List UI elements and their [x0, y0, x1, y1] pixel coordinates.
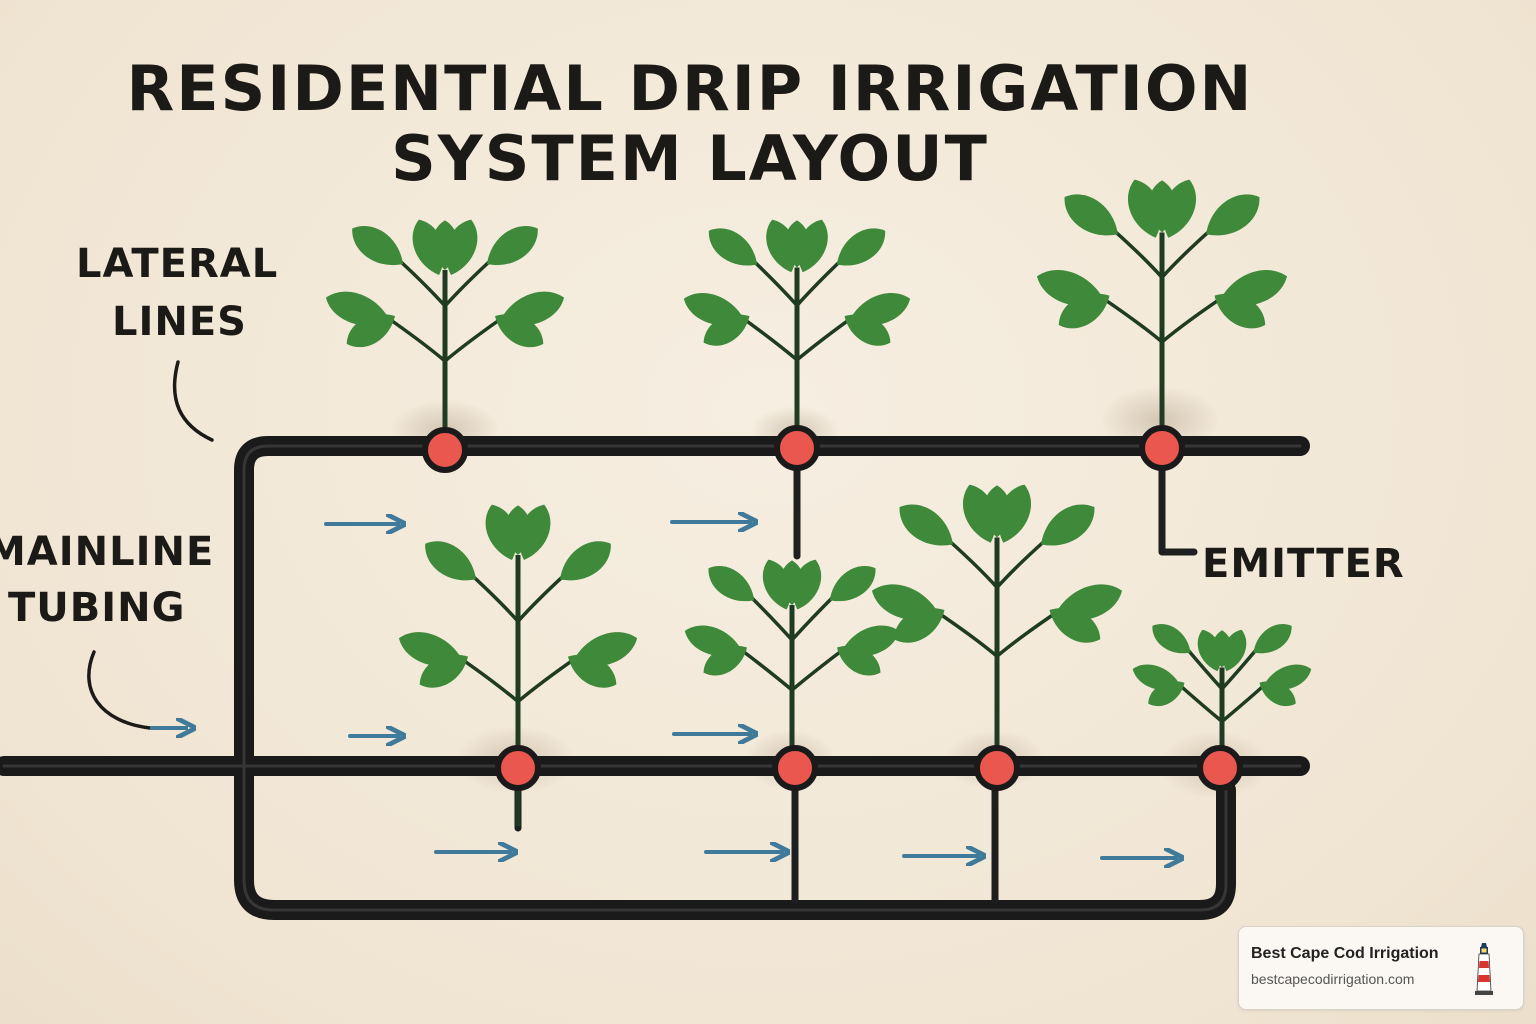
plant-leaf — [1152, 624, 1191, 654]
emitter-dot — [1197, 745, 1243, 791]
emitter-dot — [495, 745, 541, 791]
lateral-lines-leader — [172, 360, 214, 442]
plant-branch — [750, 596, 794, 642]
plant-leaf — [837, 645, 881, 676]
plant-branch — [443, 259, 492, 308]
plants — [325, 179, 1312, 826]
plant — [871, 484, 1123, 760]
plant-leaf — [708, 228, 758, 266]
plant-branch — [1113, 229, 1164, 279]
plant-leaf — [560, 541, 611, 581]
plant-leaf — [1041, 504, 1095, 546]
plant-branch — [384, 314, 447, 363]
plant-branch — [398, 259, 447, 308]
plant-leaf — [1049, 608, 1101, 643]
plant-branch — [471, 575, 520, 623]
plant-branch — [443, 314, 506, 363]
diagram-title-line-2: SYSTEM LAYOUT — [391, 122, 989, 195]
plant-branch — [795, 314, 856, 362]
lateral-lines-label-line-2: LINES — [112, 299, 247, 345]
plant-leaf — [1253, 624, 1292, 654]
plant-leaf — [568, 654, 617, 688]
mainline-leader — [87, 650, 152, 730]
diagram-title-line-1: RESIDENTIAL DRIP IRRIGATION — [126, 52, 1254, 125]
plant-branch — [948, 539, 999, 589]
plant-leaf — [1206, 194, 1260, 236]
plant — [684, 559, 900, 760]
plant-leaf — [708, 566, 755, 602]
plant-leaf — [784, 220, 810, 268]
plant-branch — [736, 646, 794, 692]
flow-arrows — [324, 522, 1176, 858]
mainline-tubing — [0, 436, 1310, 920]
plant-branch — [753, 260, 799, 307]
emitter-label: EMITTER — [1202, 541, 1405, 587]
plant-branch — [516, 575, 565, 623]
plant-leaf — [419, 654, 468, 688]
plant — [683, 219, 911, 438]
plant-leaf — [844, 314, 891, 346]
plant-leaf — [703, 645, 747, 676]
emitter-dot — [974, 745, 1020, 791]
plant-branch — [1220, 681, 1269, 723]
plant-leaf — [1058, 293, 1110, 329]
plant-leaf — [829, 566, 876, 602]
plant-leaf — [1148, 180, 1176, 233]
plant-leaf — [836, 228, 886, 266]
plant-leaf — [1214, 293, 1266, 329]
plant-branch — [995, 608, 1061, 658]
emitter-dot — [774, 425, 820, 471]
plant — [1132, 624, 1312, 760]
plant — [1036, 179, 1288, 438]
plant-leaf — [703, 314, 750, 346]
emitters — [422, 425, 1243, 791]
lateral-lines-label-line-1: LATERAL — [76, 241, 279, 287]
plant-branch — [933, 608, 999, 658]
plant-branch — [795, 260, 841, 307]
plant-leaf — [983, 485, 1011, 538]
brand-badge[interactable]: Best Cape Cod Irrigation bestcapecodirri… — [1238, 926, 1524, 1010]
plant-leaf — [893, 608, 945, 643]
lighthouse-icon — [1475, 943, 1493, 995]
plant-leaf — [505, 505, 531, 555]
plant-leaf — [495, 314, 544, 348]
emitter-dot — [772, 745, 818, 791]
plant-branch — [457, 655, 520, 703]
plant-branch — [1220, 649, 1258, 691]
plant-branch — [1186, 649, 1224, 691]
plant-branch — [1160, 294, 1226, 344]
mainline-tubing-label-line-1: MAINLINE — [0, 529, 215, 575]
brand-name: Best Cape Cod Irrigation — [1251, 945, 1439, 962]
plant-leaf — [487, 225, 538, 266]
plant-branch — [516, 655, 579, 703]
plant-leaf — [1148, 681, 1185, 707]
plant-branch — [1175, 681, 1224, 723]
callout-leaders — [87, 360, 214, 730]
plant-branch — [995, 539, 1046, 589]
plant-leaf — [1064, 194, 1118, 236]
plant-leaf — [425, 541, 476, 581]
plant-branch — [790, 646, 848, 692]
plant-branch — [1160, 229, 1211, 279]
brand-url[interactable]: bestcapecodirrigation.com — [1251, 971, 1415, 987]
plant-leaf — [1212, 630, 1232, 668]
plant-leaf — [352, 225, 403, 266]
plant-leaf — [780, 560, 804, 605]
emitter-dot — [1139, 425, 1185, 471]
plant-branch — [738, 314, 799, 362]
emitter-dot — [422, 427, 468, 473]
plant-leaf — [1259, 681, 1296, 707]
mainline-tubing-label-line-2: TUBING — [8, 585, 186, 631]
plant-leaf — [899, 504, 953, 546]
plant-leaf — [346, 314, 395, 348]
plant-branch — [1098, 294, 1164, 344]
plant-branch — [790, 596, 834, 642]
plant — [325, 219, 565, 440]
plant-leaf — [432, 220, 458, 270]
